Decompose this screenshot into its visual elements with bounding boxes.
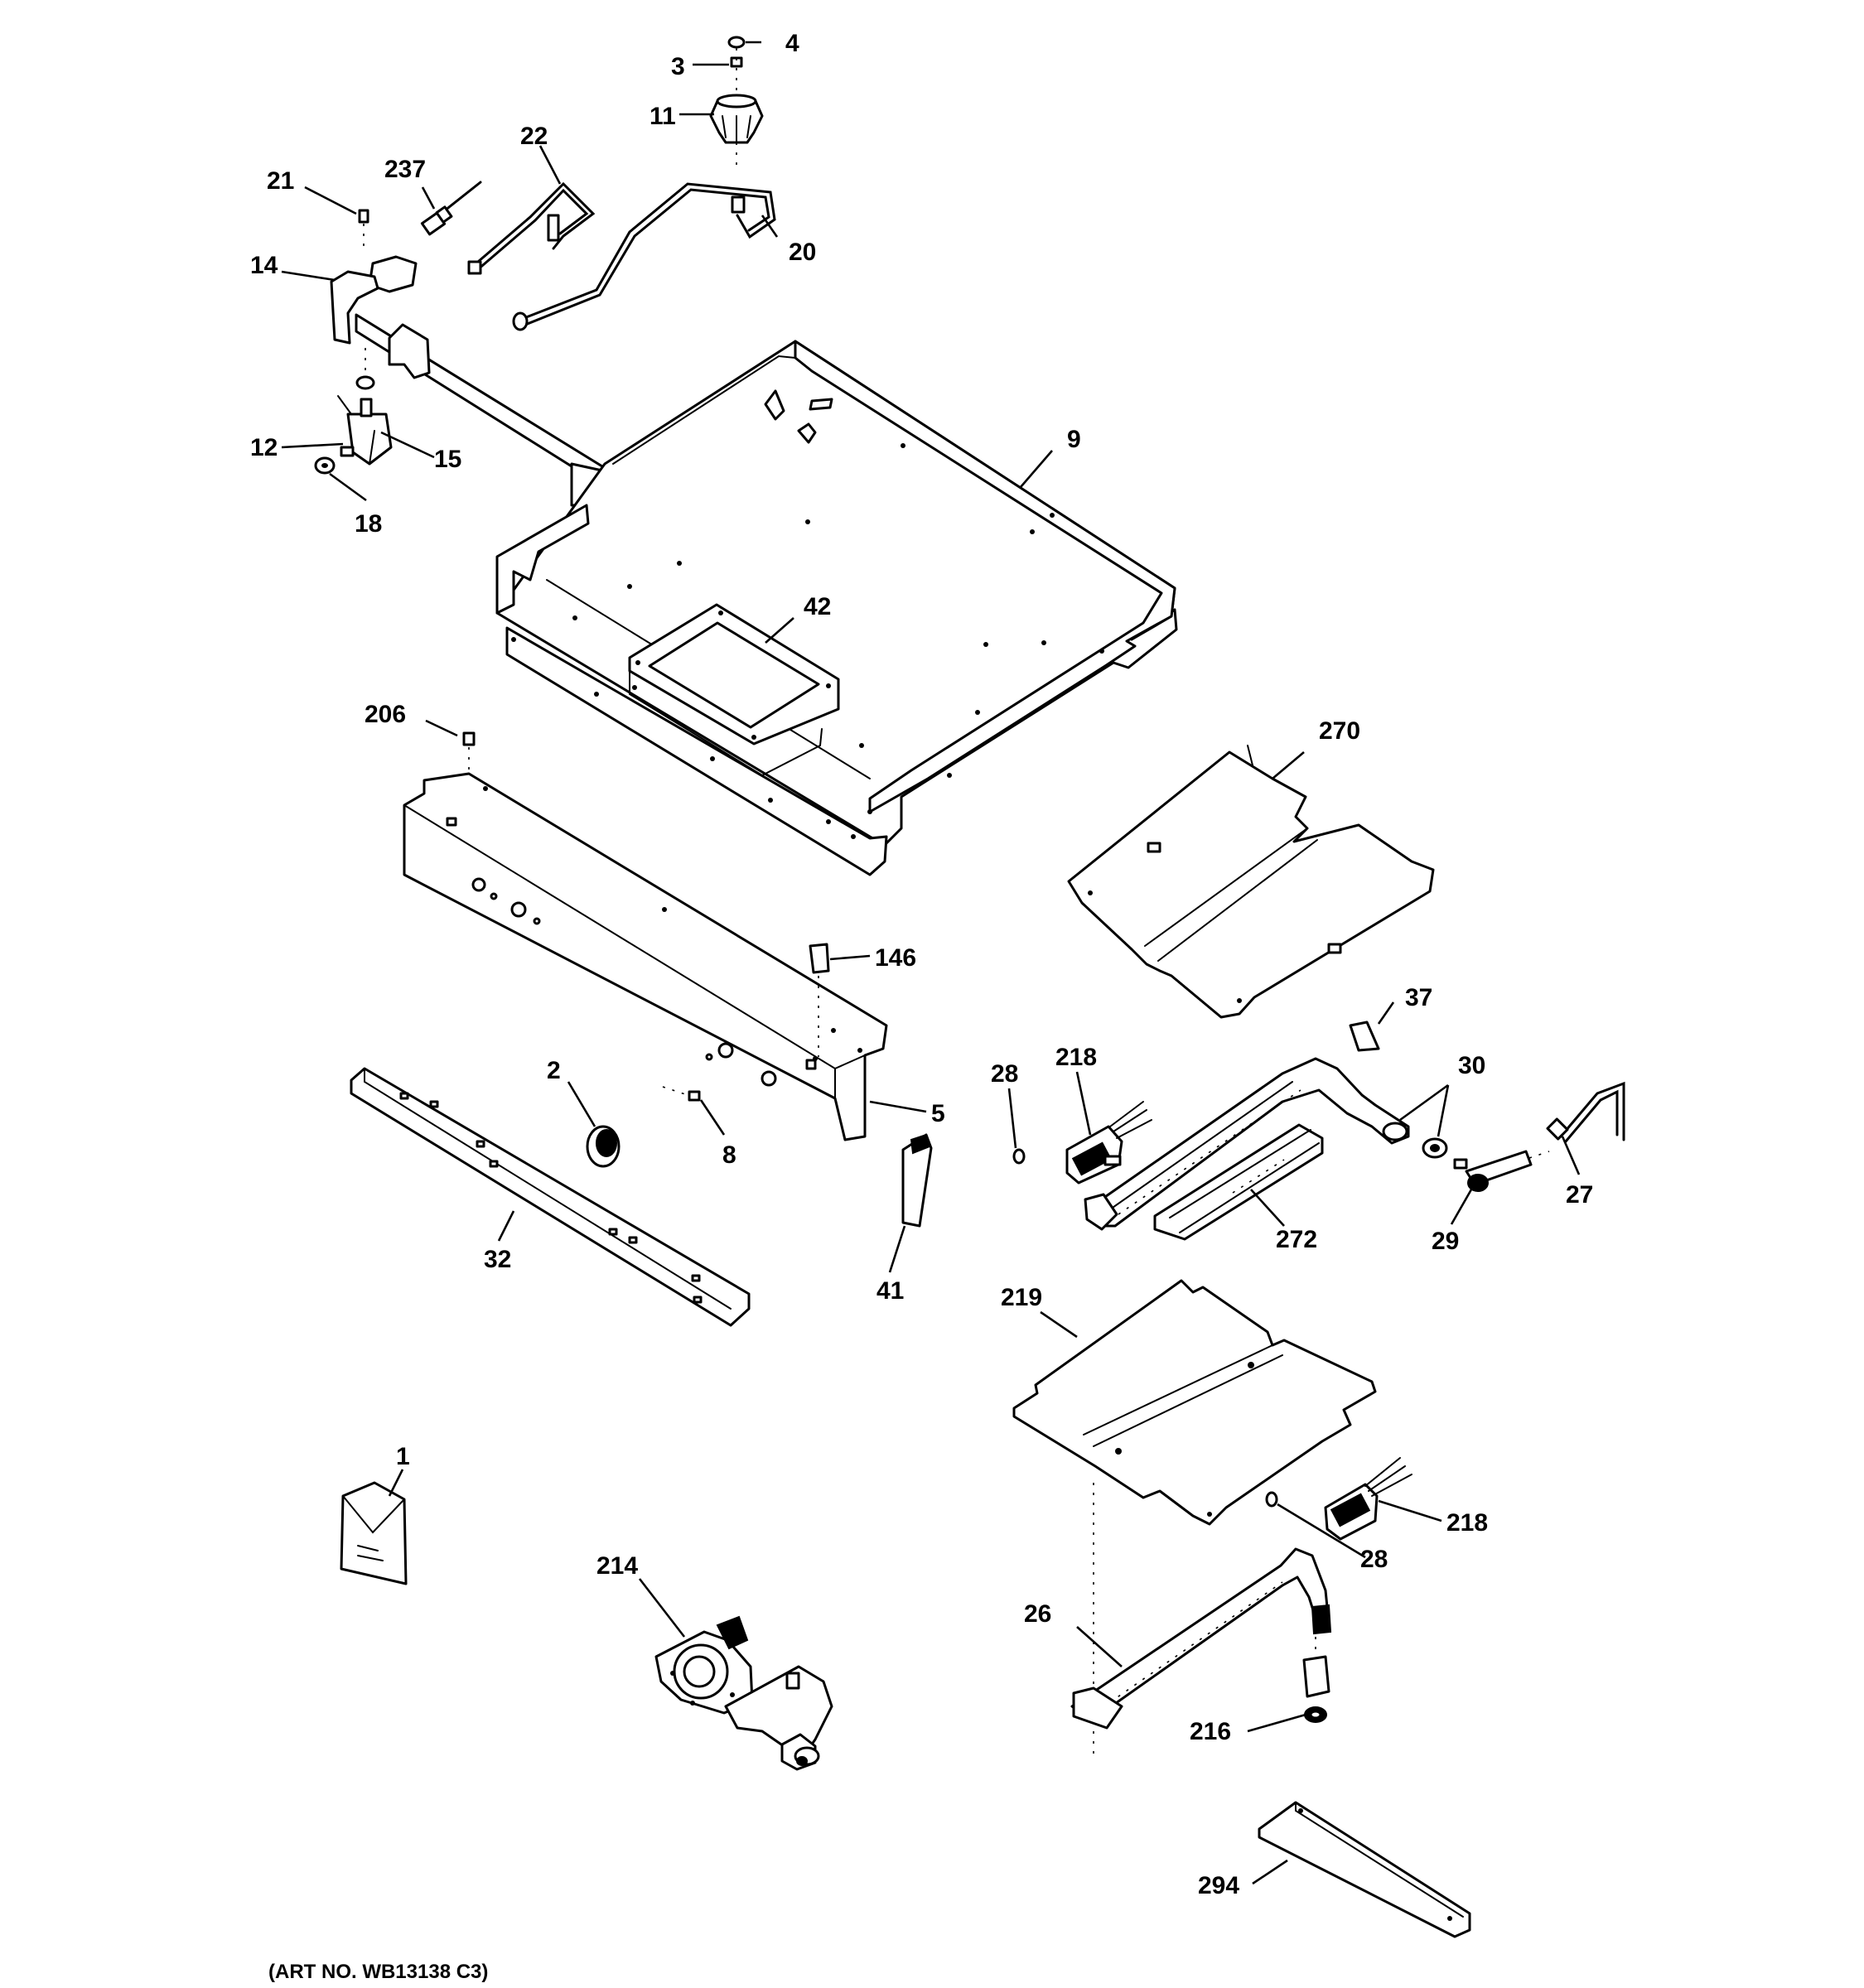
art-number: (ART NO. WB13138 C3): [268, 1961, 488, 1983]
part-37-clip: [1349, 1021, 1380, 1052]
part-4-washer: [727, 36, 746, 49]
part-216-air-shutter: [1302, 1637, 1330, 1723]
callout-237: 237: [384, 156, 426, 183]
part-9-burner-box: [495, 340, 1178, 876]
callout-28-lower: 28: [1360, 1546, 1388, 1573]
part-206-screw: [462, 731, 476, 774]
part-272-flame-spreader: [1153, 1123, 1324, 1241]
callout-1: 1: [396, 1443, 410, 1470]
part-146-clip: [809, 943, 830, 1057]
part-32-trim-strip: [350, 1067, 751, 1327]
callout-146: 146: [875, 944, 916, 972]
callout-272: 272: [1276, 1226, 1317, 1253]
callout-12: 12: [250, 434, 278, 461]
callout-22: 22: [520, 123, 548, 150]
part-22-gas-tube: [467, 181, 596, 275]
part-5-control-panel: [403, 772, 888, 1141]
callout-3: 3: [671, 53, 685, 80]
callout-206: 206: [365, 701, 406, 728]
part-30-air-shutter: [1382, 1122, 1448, 1159]
part-27-gas-tube: [1546, 1081, 1625, 1143]
part-2-knob: [586, 1125, 621, 1168]
callout-214: 214: [596, 1552, 638, 1580]
callout-218-lower: 218: [1446, 1509, 1488, 1537]
callout-29: 29: [1432, 1228, 1459, 1255]
part-41-end-cover: [901, 1133, 933, 1228]
callout-270: 270: [1319, 717, 1360, 745]
part-42-tray: [628, 603, 840, 777]
part-29-oven-valve: [1453, 1150, 1550, 1192]
part-12-15-valve-bracket: [337, 375, 393, 466]
part-218-igniter-upper: [1065, 1101, 1152, 1185]
callout-26: 26: [1024, 1600, 1051, 1628]
callout-27: 27: [1566, 1181, 1593, 1209]
callout-2: 2: [547, 1057, 561, 1084]
part-237-tube-fitting: [420, 181, 482, 236]
callout-37: 37: [1405, 984, 1432, 1011]
part-8-screw: [662, 1086, 701, 1102]
callout-14: 14: [250, 252, 278, 279]
callout-11: 11: [650, 103, 676, 130]
part-18-nut: [314, 456, 336, 475]
part-1-literature-envelope: [340, 1481, 408, 1585]
leader-lines: [281, 41, 1581, 1885]
part-214-gas-valve: [654, 1615, 833, 1771]
part-270-baffle: [1067, 745, 1435, 1019]
callout-41: 41: [876, 1277, 904, 1305]
callout-216: 216: [1190, 1718, 1231, 1745]
part-219-baffle: [1012, 1279, 1377, 1526]
callout-15: 15: [434, 446, 461, 473]
callout-32: 32: [484, 1246, 511, 1273]
part-11-burner-head: [709, 94, 764, 166]
callout-294: 294: [1198, 1872, 1239, 1899]
part-28-screw-lower: [1265, 1491, 1278, 1508]
callout-21: 21: [267, 167, 294, 195]
callout-218-upper: 218: [1055, 1044, 1097, 1071]
callout-20: 20: [789, 239, 816, 266]
callout-8: 8: [722, 1141, 736, 1169]
callout-4: 4: [785, 30, 799, 57]
callout-5: 5: [931, 1100, 945, 1127]
callout-18: 18: [355, 510, 382, 538]
part-20-gas-tube: [512, 182, 776, 331]
part-26-broil-burner: [1070, 1547, 1332, 1730]
part-28-screw-upper: [1012, 1148, 1026, 1165]
part-oven-burner-tube: [1084, 1057, 1410, 1231]
part-294-bracket: [1258, 1801, 1471, 1938]
callout-9: 9: [1067, 426, 1081, 453]
callout-30: 30: [1458, 1052, 1485, 1079]
callout-219: 219: [1001, 1284, 1042, 1311]
part-218-igniter-lower: [1324, 1457, 1412, 1541]
callout-42: 42: [804, 593, 831, 620]
callout-28-upper: 28: [991, 1060, 1018, 1088]
part-21-screw: [358, 209, 369, 248]
